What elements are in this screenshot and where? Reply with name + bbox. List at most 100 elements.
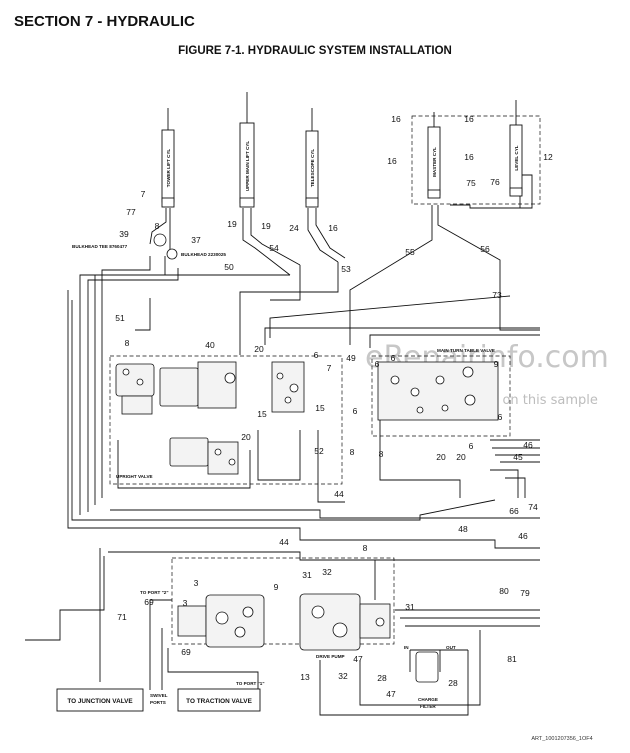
callout-number: 6 [498, 412, 503, 422]
callout-number: 3 [194, 578, 199, 588]
bulkhead-tee-label: BULKHEAD TEE 8760477 [72, 244, 128, 249]
callout-number: 50 [224, 262, 234, 272]
callout-number: 66 [509, 506, 519, 516]
bulkhead-fitting [166, 248, 178, 260]
callout-number: 8 [155, 221, 160, 231]
callout-number: 7 [327, 363, 332, 373]
callout-number: 45 [513, 452, 523, 462]
callout-number: 54 [269, 243, 279, 253]
callout-number: 46 [518, 531, 528, 541]
callout-number: 44 [279, 537, 289, 547]
upper-cyl-label: UPPER MAIN LIFT CYL [245, 141, 250, 191]
upright-valve-label: UPRIGHT VALVE [116, 474, 153, 479]
callout-number: 16 [464, 152, 474, 162]
callout-number: 8 [350, 447, 355, 457]
callout-number: 15 [257, 409, 267, 419]
junction-valve-box [56, 688, 144, 712]
callout-number: 53 [341, 264, 351, 274]
bulkhead-label: BULKHEAD 2230025 [181, 252, 226, 257]
level-cyl-label: LEVEL CYL [514, 145, 519, 170]
callout-number: 16 [391, 114, 401, 124]
callout-number: 47 [386, 689, 396, 699]
callout-number: 8 [363, 543, 368, 553]
hose-lines [25, 174, 540, 716]
callout-number: 69 [144, 597, 154, 607]
callout-number: 20 [436, 452, 446, 462]
callout-number: 24 [289, 223, 299, 233]
callout-number: 28 [377, 673, 387, 683]
traction-valve-label: TO TRACTION VALVE [186, 698, 252, 705]
callout-number: 20 [241, 432, 251, 442]
callout-number: 19 [261, 221, 271, 231]
cylinders [161, 92, 523, 208]
callout-number: 3 [183, 598, 188, 608]
valve-blocks [115, 361, 499, 683]
callout-number: 39 [119, 229, 129, 239]
callout-number: 8 [125, 338, 130, 348]
callout-number: 76 [490, 177, 500, 187]
callout-number: 71 [117, 612, 127, 622]
enclosures [109, 115, 541, 645]
swivel-ports-label: PORTS [150, 700, 166, 705]
callout-number: 6 [469, 441, 474, 451]
callout-number: 47 [353, 654, 363, 664]
to-port-2-label: TO PORT "2" [140, 590, 169, 595]
callout-number: 52 [314, 446, 324, 456]
traction-valve-box [177, 688, 261, 712]
callout-number: 81 [507, 654, 517, 664]
callout-number: 12 [543, 152, 553, 162]
main-valve-label: MAIN TURN TABLE VALVE [437, 348, 495, 353]
callout-number: 56 [480, 244, 490, 254]
callout-number: 32 [338, 671, 348, 681]
callout-number: 28 [448, 678, 458, 688]
callout-number: 20 [456, 452, 466, 462]
callout-number: 16 [464, 114, 474, 124]
charge-filter-label-1: CHARGE [418, 697, 438, 702]
callout-number: 6 [375, 359, 380, 369]
tower-cyl-label: TOWER LIFT CYL [166, 149, 171, 188]
callout-number: 16 [328, 223, 338, 233]
bulkhead-tee-fitting [153, 233, 167, 247]
callout-number: 46 [523, 440, 533, 450]
callout-number: 48 [458, 524, 468, 534]
callout-number: 6 [391, 353, 396, 363]
callout-number: 51 [115, 313, 125, 323]
swivel-label: SWIVEL [150, 693, 168, 698]
callout-number: 79 [520, 588, 530, 598]
art-number: ART_1001207356_1OF4 [531, 736, 592, 742]
master-cyl-label: MASTER CYL [432, 147, 437, 177]
callout-number: 74 [528, 502, 538, 512]
callout-number: 44 [334, 489, 344, 499]
callout-number: 6 [314, 350, 319, 360]
telescope-cyl-label: TELESCOPE CYL [310, 149, 315, 187]
callout-number: 6 [353, 406, 358, 416]
callout-number: 16 [387, 156, 397, 166]
callout-number: 19 [227, 219, 237, 229]
callout-number: 9 [494, 359, 499, 369]
callout-number: 75 [466, 178, 476, 188]
to-port-1-label: TO PORT "1" [236, 681, 265, 686]
figure-title: FIGURE 7-1. HYDRAULIC SYSTEM INSTALLATIO… [178, 45, 452, 57]
filter-in-label: IN [404, 645, 409, 650]
callout-number: 31 [302, 570, 312, 580]
callout-number: 31 [405, 602, 415, 612]
callout-number: 32 [322, 567, 332, 577]
callout-number: 49 [346, 353, 356, 363]
callout-number: 7 [141, 189, 146, 199]
callout-number: 55 [405, 247, 415, 257]
callout-number: 77 [126, 207, 136, 217]
callout-number: 20 [254, 344, 264, 354]
callout-number: 15 [315, 403, 325, 413]
callout-number: 80 [499, 586, 509, 596]
callout-number: 13 [300, 672, 310, 682]
callout-number: 9 [274, 582, 279, 592]
callout-number: 8 [379, 449, 384, 459]
drive-pump-label: DRIVE PUMP [316, 654, 345, 659]
callout-number: 40 [205, 340, 215, 350]
callout-number: 69 [181, 647, 191, 657]
callout-number: 37 [191, 235, 201, 245]
section-title: SECTION 7 - HYDRAULIC [14, 13, 195, 30]
filter-out-label: OUT [446, 645, 456, 650]
